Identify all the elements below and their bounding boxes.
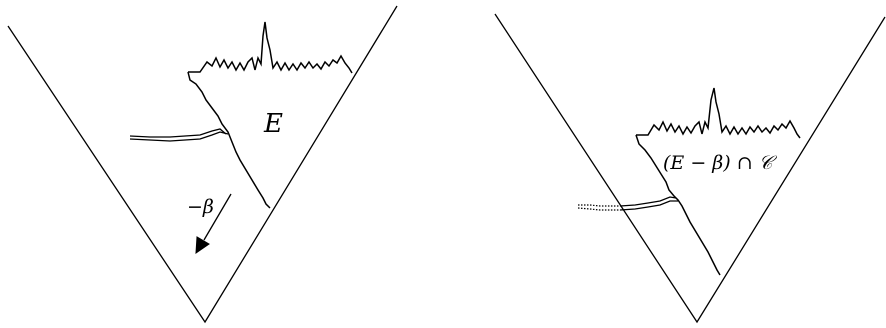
right-set-label: (E − β) ∩ 𝒞 <box>663 152 778 174</box>
right-tendril-outside-upper <box>578 205 620 206</box>
left-set-e-left-boundary <box>188 72 270 208</box>
left-set-label: E <box>263 109 283 139</box>
left-cone <box>8 6 397 322</box>
right-set-top-boundary <box>636 88 800 138</box>
left-set-e-top-boundary <box>188 22 352 73</box>
right-panel: (E − β) ∩ 𝒞 <box>495 14 885 322</box>
shift-label: −β <box>187 196 214 218</box>
shift-arrow-head <box>196 237 209 253</box>
left-panel: E −β <box>8 6 397 322</box>
right-tendril-outside-lower <box>578 208 620 210</box>
